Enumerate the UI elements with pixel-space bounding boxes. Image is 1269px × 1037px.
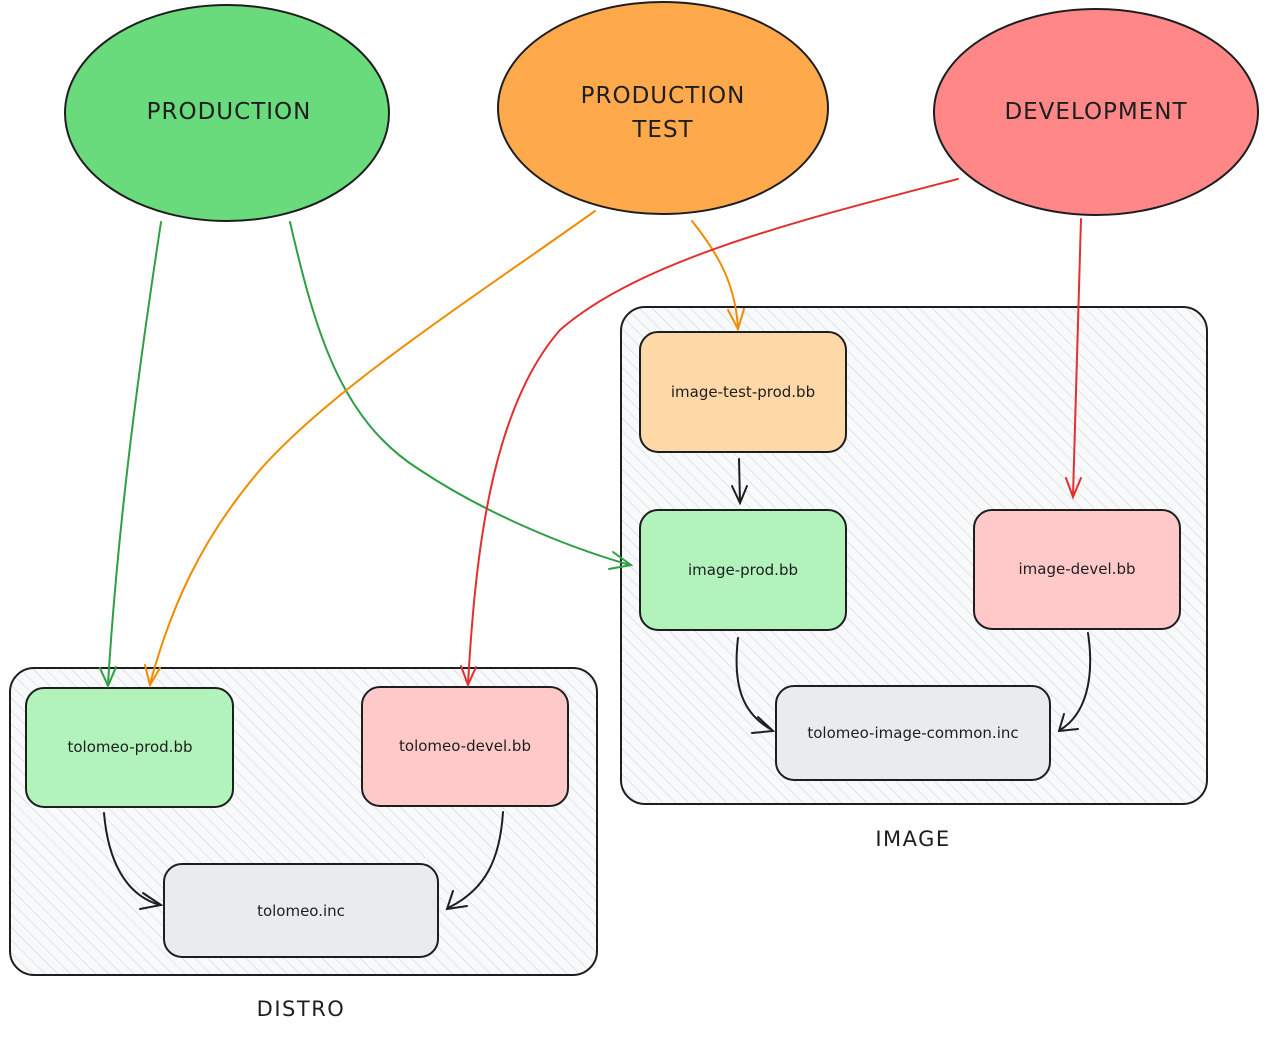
image-group-label: IMAGE [875,827,950,851]
edge-production-test-to-image-test-prod [691,220,745,332]
production-ellipse-shape [64,4,390,222]
edge-image-test-prod-to-image-prod [731,458,748,506]
development-label: DEVELOPMENT [1004,99,1187,125]
edge-production-test-to-tolomeo-prod [144,210,596,688]
node-image-prod-label: image-prod.bb [688,561,798,579]
node-image-prod[interactable]: image-prod.bb [639,509,847,631]
production-ellipse[interactable]: PRODUCTION [64,4,390,222]
node-tolomeo-devel[interactable]: tolomeo-devel.bb [361,686,569,807]
edge-production-to-tolomeo-prod [99,221,162,689]
node-image-devel[interactable]: image-devel.bb [973,509,1181,630]
edge-image-prod-to-image-common [735,637,776,734]
node-image-common-label: tolomeo-image-common.inc [807,724,1018,742]
node-image-devel-label: image-devel.bb [1019,560,1136,578]
node-tolomeo-inc[interactable]: tolomeo.inc [163,863,439,958]
edge-development-to-tolomeo-devel [460,178,959,688]
node-image-common[interactable]: tolomeo-image-common.inc [775,685,1051,781]
node-tolomeo-prod[interactable]: tolomeo-prod.bb [25,687,234,808]
production-label: PRODUCTION [147,99,312,125]
edge-production-to-image-prod [289,221,634,570]
node-image-test-prod-label: image-test-prod.bb [671,383,815,401]
development-ellipse[interactable]: DEVELOPMENT [933,8,1259,216]
distro-group-label: DISTRO [257,997,346,1021]
production-test-ellipse[interactable]: PRODUCTION TEST [497,1,829,215]
edge-development-to-image-devel [1065,218,1082,500]
node-image-test-prod[interactable]: image-test-prod.bb [639,331,847,453]
production-test-ellipse-shape [497,1,829,215]
edge-image-devel-to-image-common [1057,632,1092,733]
production-test-label-line1: PRODUCTION [581,83,746,109]
edge-tolomeo-devel-to-tolomeo-inc [445,811,504,911]
node-tolomeo-inc-label: tolomeo.inc [257,902,345,920]
node-tolomeo-devel-label: tolomeo-devel.bb [399,737,531,755]
development-ellipse-shape [933,8,1259,216]
production-test-label-line2: TEST [631,117,693,143]
node-tolomeo-prod-label: tolomeo-prod.bb [68,738,193,756]
edge-tolomeo-prod-to-tolomeo-inc [103,812,164,910]
